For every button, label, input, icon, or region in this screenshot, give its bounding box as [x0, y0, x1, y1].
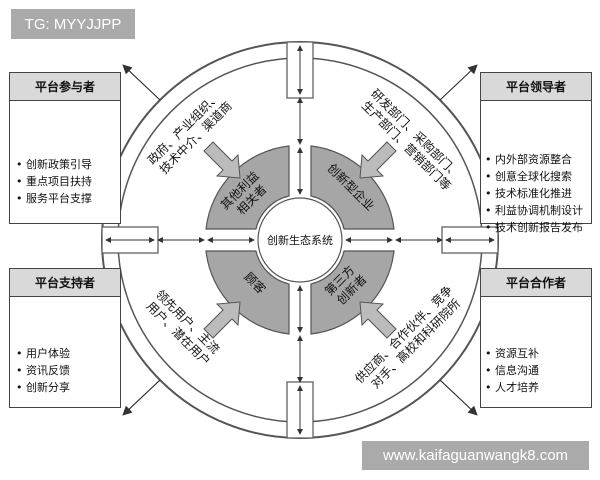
bullet-icon: •	[485, 187, 492, 200]
channel-tag: TG: MYYJJPP	[11, 9, 135, 39]
bullet-icon: •	[485, 364, 492, 377]
panel-partners: 平台合作者 •资源互补 •信息沟通 •人才培养	[480, 268, 592, 408]
sector-bottom-right	[310, 250, 395, 335]
inward-arrow-bottom-right	[359, 301, 397, 339]
panel-supporters-list: •用户体验 •资讯反馈 •创新分享	[10, 297, 120, 396]
list-item: •内外部资源整合	[485, 151, 591, 168]
list-item-label: 创意全球化搜索	[495, 170, 572, 183]
list-item-label: 信息沟通	[495, 364, 539, 377]
bullet-icon: •	[485, 170, 492, 183]
list-item: •重点项目扶持	[16, 173, 120, 190]
center-label: 创新生态系统	[267, 233, 333, 247]
panel-participants-list: •创新政策引导 •重点项目扶持 •服务平台支撑	[10, 101, 120, 207]
panel-partners-list: •资源互补 •信息沟通 •人才培养	[481, 297, 591, 396]
bullet-icon: •	[485, 153, 492, 166]
sector-top-left	[205, 145, 290, 230]
panel-participants: 平台参与者 •创新政策引导 •重点项目扶持 •服务平台支撑	[9, 72, 121, 224]
bullet-icon: •	[16, 364, 23, 377]
list-item: •创新政策引导	[16, 156, 120, 173]
sector-bottom-left	[205, 250, 290, 335]
list-item: •用户体验	[16, 345, 120, 362]
connector-arrow-bottom-right	[439, 379, 478, 416]
bullet-icon: •	[485, 381, 492, 394]
bullet-icon: •	[16, 158, 23, 171]
connector-arrow-top-right	[439, 64, 478, 101]
list-item-label: 技术标准化推进	[495, 187, 572, 200]
bullet-icon: •	[16, 381, 23, 394]
list-item-label: 重点项目扶持	[26, 175, 92, 188]
sector-top-right	[310, 145, 395, 230]
list-item: •人才培养	[485, 379, 591, 396]
list-item-label: 技术创新报告发布	[495, 221, 583, 234]
panel-leaders-title: 平台领导者	[481, 73, 591, 101]
list-item-label: 利益协调机制设计	[495, 204, 583, 217]
connector-arrow-bottom-left	[122, 379, 161, 416]
center-circle	[257, 197, 343, 283]
list-item: •创新分享	[16, 379, 120, 396]
inward-arrow-bottom-left	[203, 301, 241, 339]
panel-supporters: 平台支持者 •用户体验 •资讯反馈 •创新分享	[9, 268, 121, 408]
inward-arrow-top-right	[359, 141, 397, 179]
list-item-label: 服务平台支撑	[26, 192, 92, 205]
panel-partners-title: 平台合作者	[481, 269, 591, 297]
list-item: •资源互补	[485, 345, 591, 362]
list-item: •服务平台支撑	[16, 190, 120, 207]
bullet-icon: •	[485, 347, 492, 360]
panel-leaders: 平台领导者 •内外部资源整合 •创意全球化搜索 •技术标准化推进 •利益协调机制…	[480, 72, 592, 234]
bullet-icon: •	[16, 192, 23, 205]
list-item: •技术创新报告发布	[485, 219, 591, 236]
bullet-icon: •	[485, 204, 492, 217]
inward-arrow-top-left	[203, 141, 241, 179]
bullet-icon: •	[485, 221, 492, 234]
list-item: •资讯反馈	[16, 362, 120, 379]
list-item-label: 创新政策引导	[26, 158, 92, 171]
list-item-label: 内外部资源整合	[495, 153, 572, 166]
bullet-icon: •	[16, 347, 23, 360]
list-item: •创意全球化搜索	[485, 168, 591, 185]
list-item-label: 人才培养	[495, 381, 539, 394]
site-watermark: www.kaifaguanwangk8.com	[362, 441, 589, 470]
bullet-icon: •	[16, 175, 23, 188]
list-item-label: 资讯反馈	[26, 364, 70, 377]
list-item-label: 用户体验	[26, 347, 70, 360]
list-item: •利益协调机制设计	[485, 202, 591, 219]
list-item: •信息沟通	[485, 362, 591, 379]
panel-leaders-list: •内外部资源整合 •创意全球化搜索 •技术标准化推进 •利益协调机制设计 •技术…	[481, 101, 591, 236]
panel-supporters-title: 平台支持者	[10, 269, 120, 297]
list-item: •技术标准化推进	[485, 185, 591, 202]
list-item-label: 资源互补	[495, 347, 539, 360]
panel-participants-title: 平台参与者	[10, 73, 120, 101]
list-item-label: 创新分享	[26, 381, 70, 394]
connector-arrow-top-left	[122, 64, 161, 101]
